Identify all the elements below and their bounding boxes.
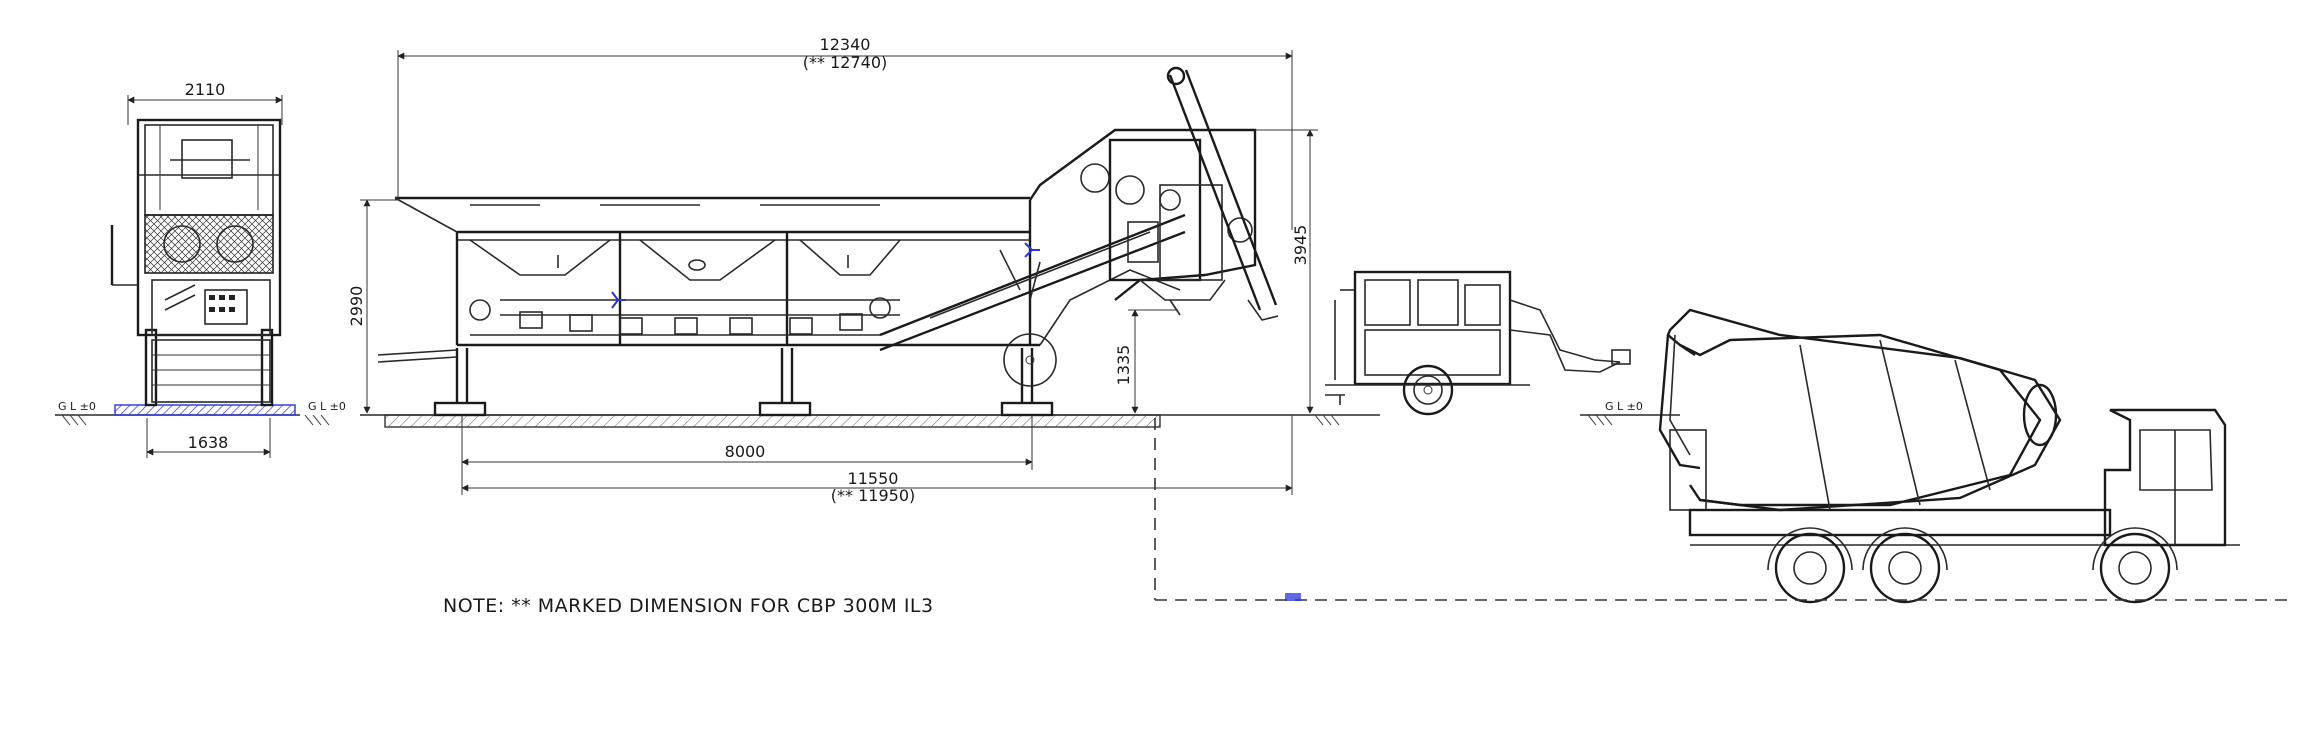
truck-access-path <box>1154 418 2290 601</box>
dimension-front-width-base: 1638 <box>188 433 229 452</box>
mixer-truck: G L ±0 <box>1580 308 2240 604</box>
trailer-unit <box>1314 270 1631 426</box>
dimension-hopper-height: 2990 <box>347 286 366 327</box>
front-view: G L ±0 G L ±0 2110 <box>55 80 346 458</box>
side-view-plant: 12340 (** 12740) 2990 3945 1335 8000 115… <box>347 35 1380 505</box>
ground-level-label-front: G L ±0 <box>58 400 96 413</box>
dimension-discharge-height: 1335 <box>1114 345 1133 386</box>
dimension-base-length: 11550 <box>848 469 899 488</box>
dimension-base-length-alt: (** 11950) <box>831 486 915 505</box>
dimension-support-span: 8000 <box>725 442 766 461</box>
dimension-overall-length-alt: (** 12740) <box>803 53 887 72</box>
dimension-front-width-top: 2110 <box>185 80 226 99</box>
dimension-overall-length: 12340 <box>820 35 871 54</box>
ground-level-label-truck: G L ±0 <box>1605 400 1643 413</box>
dimension-overall-height: 3945 <box>1291 225 1310 266</box>
ground-level-label-side: G L ±0 <box>308 400 346 413</box>
drawing-note: NOTE: ** MARKED DIMENSION FOR CBP 300M I… <box>443 595 934 617</box>
